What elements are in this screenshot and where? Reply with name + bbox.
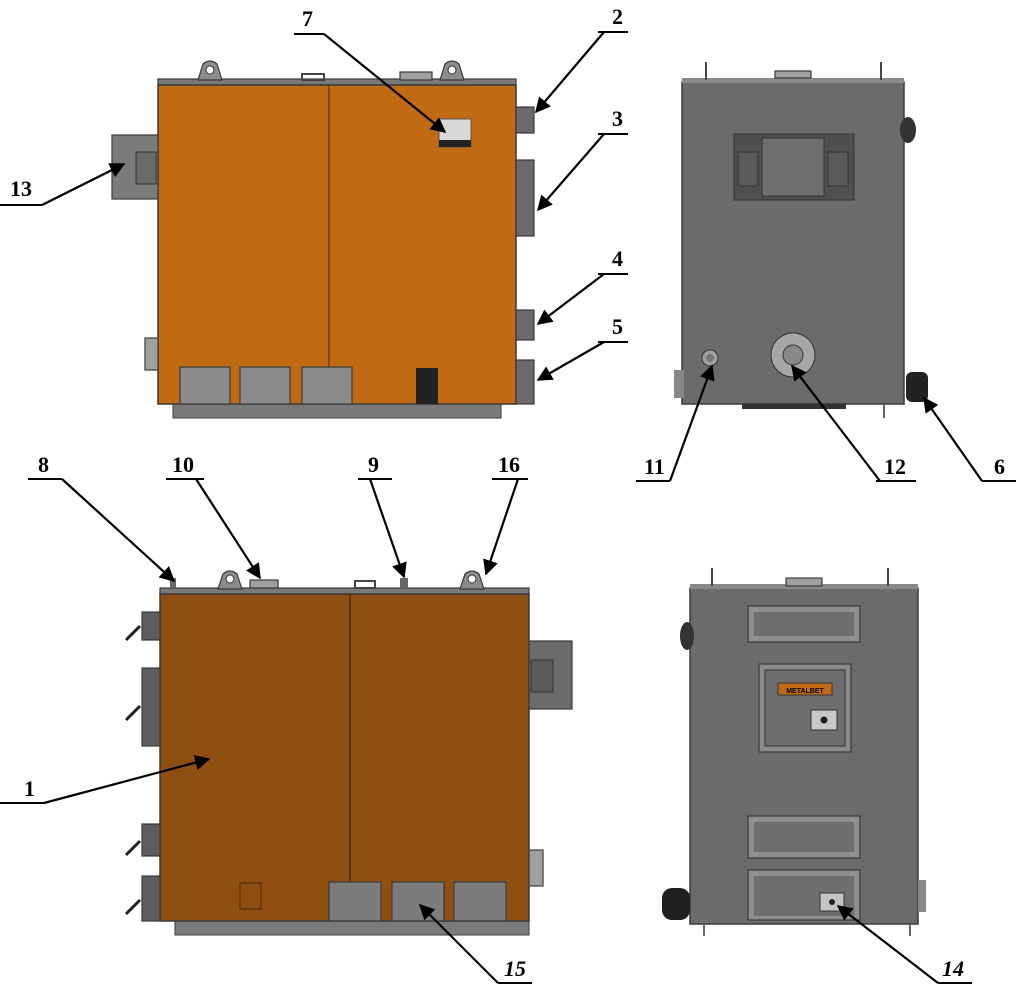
- callout-number: 3: [612, 106, 623, 131]
- callout-number: 12: [884, 454, 906, 479]
- brand-plate-text: METALBET: [786, 688, 824, 695]
- ash-door: [301, 366, 353, 405]
- door-loading: [515, 159, 535, 237]
- door-upper: [141, 611, 161, 641]
- top-handle: [354, 580, 376, 589]
- ash-door: [239, 366, 291, 405]
- callout-number: 2: [612, 4, 623, 29]
- flue-collar: [249, 579, 279, 589]
- front-casing: [689, 587, 919, 925]
- callout-number: 4: [612, 246, 623, 271]
- door-loading: [141, 667, 161, 747]
- top-handle: [301, 73, 325, 81]
- callout-number: 13: [10, 176, 32, 201]
- ash-door: [391, 881, 445, 922]
- callout-number: 1: [24, 776, 35, 801]
- blower-fan: [906, 372, 928, 402]
- fan-stub: [900, 117, 916, 143]
- door-middle: [515, 309, 535, 341]
- door-middle: [141, 823, 161, 857]
- ash-door: [328, 881, 382, 922]
- rear-view: [674, 62, 928, 418]
- callout-number: 16: [498, 452, 520, 477]
- brand-plate: [777, 682, 833, 696]
- door-lower: [141, 875, 161, 922]
- callout-12: 12: [791, 364, 916, 482]
- callout-8: 8: [28, 452, 176, 583]
- fan-stub: [680, 622, 694, 650]
- callout-13: 13: [0, 163, 126, 206]
- callout-14: 14: [836, 905, 972, 984]
- flue-collar: [774, 70, 812, 79]
- callout-10: 10: [166, 452, 261, 580]
- callout-number: 14: [942, 956, 964, 981]
- callout-number: 11: [644, 454, 665, 479]
- blower-fan: [416, 368, 438, 404]
- callout-number: 7: [302, 6, 313, 31]
- callout-number: 9: [368, 452, 379, 477]
- callout-number: 5: [612, 314, 623, 339]
- flue-collar: [399, 71, 433, 81]
- door-lower: [515, 359, 535, 405]
- callout-number: 6: [994, 454, 1005, 479]
- callout-1: 1: [0, 755, 211, 805]
- callout-number: 8: [38, 452, 49, 477]
- side-flange: [528, 849, 544, 887]
- side-view-left: [124, 570, 573, 936]
- callout-7: 7: [294, 6, 447, 133]
- side-view-right: [111, 60, 535, 419]
- front-view: METALBET: [662, 568, 926, 936]
- callout-11: 11: [636, 364, 715, 482]
- callout-15: 15: [418, 903, 532, 984]
- boiler-casing: [159, 593, 530, 922]
- callout-2: 2: [535, 4, 628, 114]
- base-rail: [172, 403, 502, 419]
- callout-16: 16: [483, 452, 528, 576]
- callout-6: 6: [923, 396, 1016, 482]
- blower-fan: [662, 888, 690, 920]
- ash-door: [179, 366, 231, 405]
- base-rail: [174, 920, 530, 936]
- callout-5: 5: [536, 314, 628, 381]
- callout-number: 10: [172, 452, 194, 477]
- callout-4: 4: [536, 246, 628, 325]
- side-flange: [144, 337, 159, 371]
- callout-3: 3: [536, 106, 628, 212]
- callout-number: 15: [504, 956, 526, 981]
- flue-collar: [785, 577, 823, 587]
- callout-9: 9: [358, 452, 407, 579]
- nameplate-outline: [239, 882, 262, 910]
- ash-door: [453, 881, 507, 922]
- door-upper: [515, 106, 535, 134]
